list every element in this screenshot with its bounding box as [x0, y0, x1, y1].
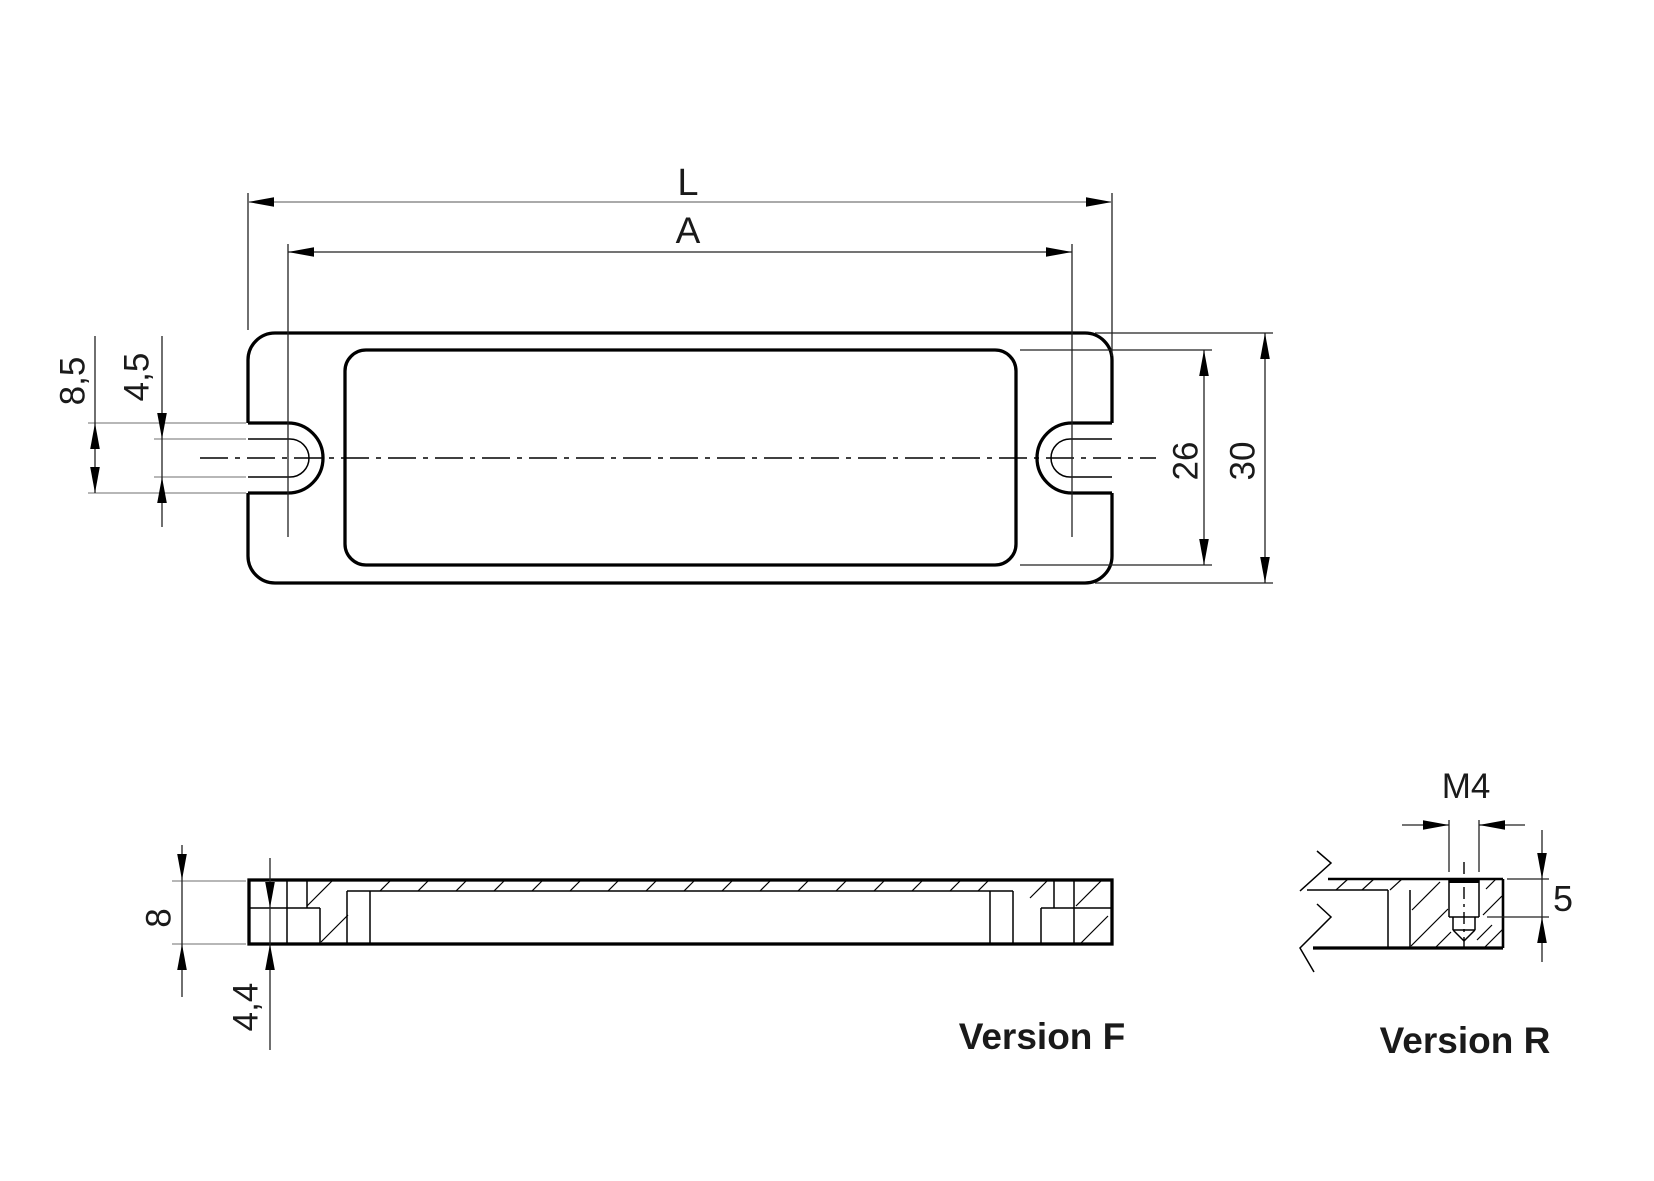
arrowhead [1423, 820, 1449, 830]
caption-version-r: Version R [1380, 1020, 1551, 1061]
dim-label-length: L [677, 162, 698, 204]
dim-thread-m4: M4 [1402, 767, 1525, 872]
arrowhead [265, 882, 275, 908]
dim-label-thickness: 8 [140, 908, 179, 927]
arrowhead [177, 854, 187, 880]
arrowhead [1046, 247, 1072, 257]
arrowhead [177, 944, 187, 970]
section-rim-hatching [306, 879, 1109, 945]
dim-length-L: L [247, 162, 1113, 356]
dim-recess-height-26: 26 [1020, 349, 1212, 566]
threaded-hole-m4 [1448, 862, 1480, 952]
dim-slot-width-outer: 8,5 [54, 336, 246, 494]
dim-thread-depth-5: 5 [1487, 830, 1573, 962]
dim-label-overall-height: 30 [1224, 442, 1263, 481]
arrowhead [265, 944, 275, 970]
dim-label-hole-distance: A [676, 210, 701, 251]
detail-view-version-r: M4 5 Version R [1299, 767, 1573, 1061]
arrowhead [1199, 350, 1209, 376]
section-view-version-f: 8 4,4 Version F [140, 845, 1126, 1057]
arrowhead [1086, 197, 1112, 207]
section-internal-lines [249, 880, 1112, 944]
dim-label-base-thickness: 4,4 [227, 983, 266, 1032]
dim-slot-width-inner: 4,5 [118, 336, 246, 527]
dim-label-recess-height: 26 [1167, 442, 1206, 481]
dim-label-slot-inner: 4,5 [118, 353, 157, 402]
break-lines [1299, 850, 1333, 973]
dim-hole-distance-A: A [287, 210, 1073, 537]
arrowhead [1537, 917, 1547, 943]
caption-version-f: Version F [959, 1016, 1126, 1057]
arrowhead [90, 423, 100, 449]
arrowhead [248, 197, 274, 207]
arrowhead [1260, 333, 1270, 359]
arrowhead [1260, 557, 1270, 583]
dim-base-thickness-44: 4,4 [227, 858, 275, 1050]
dim-thickness-8: 8 [140, 845, 246, 997]
arrowhead [288, 247, 314, 257]
dim-label-thread-depth: 5 [1553, 878, 1573, 919]
top-view [200, 331, 1156, 585]
arrowhead [157, 477, 167, 503]
arrowhead [157, 413, 167, 439]
arrowhead [1199, 539, 1209, 565]
dim-label-slot-outer: 8,5 [54, 357, 93, 406]
section-outline [247, 878, 1114, 946]
arrowhead [90, 467, 100, 493]
arrowhead [1479, 820, 1505, 830]
arrowhead [1537, 853, 1547, 879]
plate-outer-outline [246, 331, 1114, 585]
dim-overall-height-30: 30 [1095, 332, 1273, 584]
detail-hatching [1335, 878, 1504, 949]
slot-left-outer [248, 421, 325, 495]
dim-label-thread: M4 [1442, 767, 1491, 806]
section-strip-hatching [379, 879, 990, 892]
